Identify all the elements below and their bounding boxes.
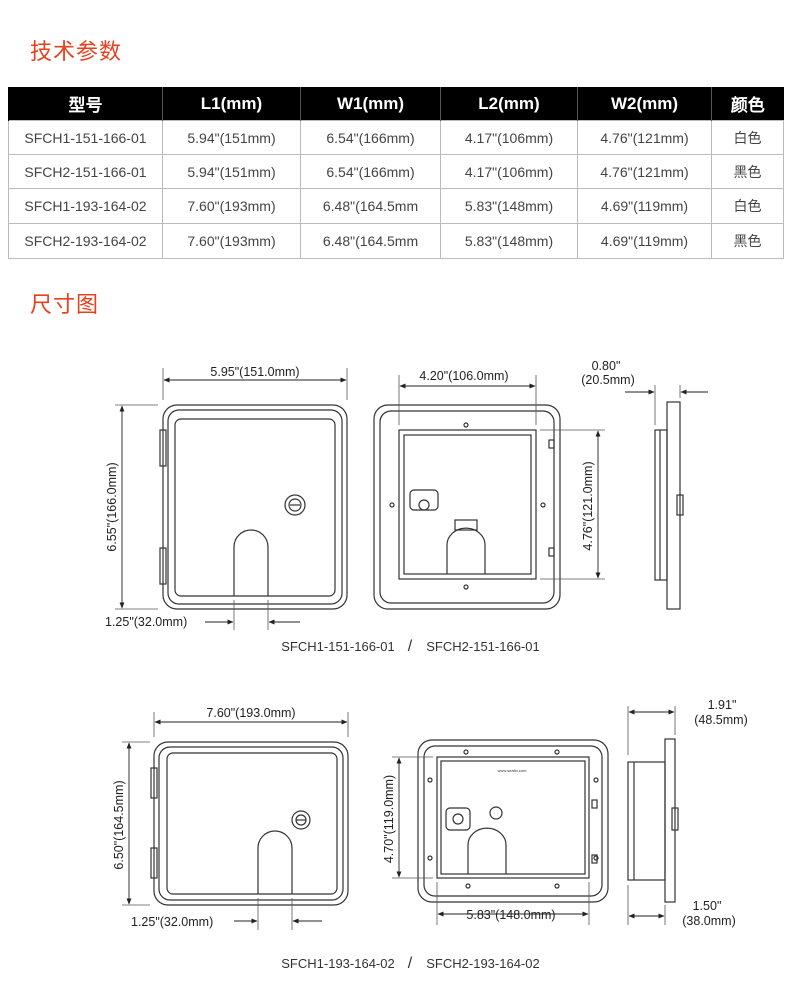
hatch-side-view-2 (627, 738, 679, 903)
caption-sep-2: / (408, 955, 413, 972)
table-row: SFCH2-151-166-01 5.94"(151mm) 6.54"(166m… (8, 154, 784, 189)
dim-offset-1: 1.25"(32.0mm) (105, 615, 187, 629)
dim-depth-top-mm: (48.5mm) (694, 713, 747, 727)
hatch-front-view-1 (159, 404, 348, 610)
table-row: SFCH2-193-164-02 7.60"(193mm) 6.48"(164.… (8, 223, 784, 259)
caption-b-1: SFCH2-151-166-01 (426, 639, 539, 654)
spec-table: 型号 L1(mm) W1(mm) L2(mm) W2(mm) 颜色 SFCH1-… (8, 87, 784, 259)
cell-color: 白色 (711, 188, 784, 224)
dim-width-2: 7.60"(193.0mm) (206, 706, 295, 720)
cell-l1: 5.94"(151mm) (162, 154, 301, 189)
header-model: 型号 (8, 87, 163, 121)
header-w2: W2(mm) (577, 87, 712, 121)
cell-model: SFCH1-151-166-01 (8, 120, 163, 155)
cell-w1: 6.54"(166mm) (300, 154, 441, 189)
cell-l1: 7.60"(193mm) (162, 188, 301, 224)
cell-l2: 4.17"(106mm) (440, 120, 578, 155)
caption-sep-1: / (408, 638, 413, 655)
header-l1: L1(mm) (162, 87, 301, 121)
dim-depth-1-mm: (20.5mm) (581, 373, 634, 387)
cell-w1: 6.54"(166mm) (300, 120, 441, 155)
table-header-row: 型号 L1(mm) W1(mm) L2(mm) W2(mm) 颜色 (8, 87, 784, 121)
caption-a-1: SFCH1-151-166-01 (281, 639, 394, 654)
dim-depth-top-inch: 1.91" (708, 698, 737, 712)
dim-inner-height-2: 4.70"(119.0mm) (382, 775, 396, 863)
hatch-side-view-1 (654, 401, 684, 610)
cell-l1: 5.94"(151mm) (162, 120, 301, 155)
cell-w2: 4.69"(119mm) (577, 223, 712, 259)
cell-w1: 6.48"(164.5mm (300, 223, 441, 259)
dim-inner-width-1: 4.20"(106.0mm) (419, 369, 508, 383)
dim-offset-2: 1.25"(32.0mm) (131, 915, 213, 929)
table-row: SFCH1-193-164-02 7.60"(193mm) 6.48"(164.… (8, 188, 784, 224)
dim-depth-bottom-inch: 1.50" (693, 899, 722, 913)
extension-lines (115, 368, 681, 930)
hatch-front-view-2 (150, 741, 349, 906)
header-l2: L2(mm) (440, 87, 578, 121)
dimensions-heading: 尺寸图 (30, 293, 100, 318)
dimension-lines (119, 377, 708, 924)
cell-l1: 7.60"(193mm) (162, 223, 301, 259)
cell-w1: 6.48"(164.5mm (300, 188, 441, 224)
hatch-back-view-2 (417, 739, 609, 903)
dim-height-1: 6.55"(166.0mm) (105, 462, 119, 551)
dim-inner-width-2: 5.83"(148.0mm) (466, 908, 555, 922)
dim-height-2: 6.50"(164.5mm) (112, 780, 126, 869)
cell-color: 黑色 (711, 223, 784, 259)
cell-color: 黑色 (711, 154, 784, 189)
header-color: 颜色 (711, 87, 784, 121)
cell-model: SFCH2-193-164-02 (8, 223, 163, 259)
caption-a-2: SFCH1-193-164-02 (281, 956, 394, 971)
header-w1: W1(mm) (300, 87, 441, 121)
hatch-back-view-1 (373, 404, 561, 610)
cell-l2: 4.17"(106mm) (440, 154, 578, 189)
specs-heading: 技术参数 (30, 40, 123, 65)
brand-mark: www.seaflo.com (498, 768, 528, 773)
dim-inner-height-1: 4.76"(121.0mm) (581, 461, 595, 550)
table-row: SFCH1-151-166-01 5.94"(151mm) 6.54"(166m… (8, 120, 784, 155)
dim-width-1: 5.95"(151.0mm) (210, 365, 299, 379)
caption-b-2: SFCH2-193-164-02 (426, 956, 539, 971)
dim-depth-1-inch: 0.80" (592, 359, 621, 373)
dim-depth-bottom-mm: (38.0mm) (682, 914, 735, 928)
cell-w2: 4.76"(121mm) (577, 120, 712, 155)
